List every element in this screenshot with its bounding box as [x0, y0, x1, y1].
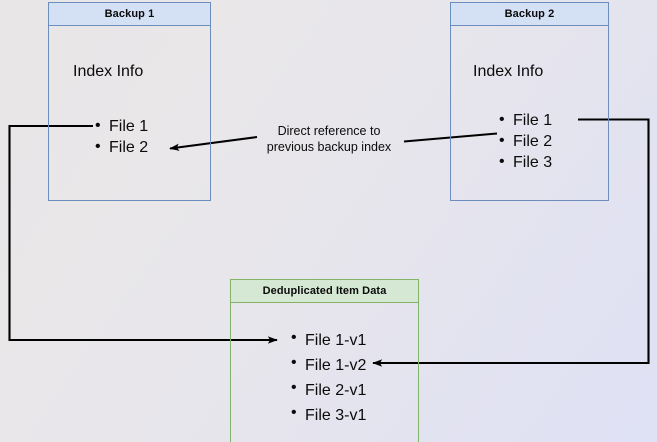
list-item: File 3-v1 — [291, 402, 366, 428]
backup-1-index-info-label: Index Info — [73, 63, 144, 80]
node-backup-2-body: Index Info File 1 File 2 File 3 — [451, 26, 608, 202]
node-backup-2[interactable]: Backup 2 Index Info File 1 File 2 File 3 — [450, 2, 609, 201]
list-item: File 1 — [95, 115, 148, 137]
backup-2-file-list: File 1 File 2 File 3 — [497, 109, 552, 173]
node-deduplicated-item-data-header: Deduplicated Item Data — [231, 280, 418, 303]
dedup-body-area: File 1-v1 File 1-v2 File 2-v1 File 3-v1 — [231, 303, 418, 442]
node-backup-1[interactable]: Backup 1 Index Info File 1 File 2 — [48, 2, 211, 201]
list-item: File 1-v2 — [291, 352, 366, 378]
node-backup-2-header: Backup 2 — [451, 3, 608, 26]
node-backup-1-header: Backup 1 — [49, 3, 210, 26]
backup-2-index-info-label: Index Info — [473, 63, 544, 80]
node-deduplicated-item-data[interactable]: Deduplicated Item Data File 1-v1 File 1-… — [230, 279, 419, 442]
node-backup-1-body: Index Info File 1 File 2 — [49, 26, 210, 202]
list-item: File 2 — [499, 130, 552, 152]
list-item: File 2-v1 — [291, 377, 366, 403]
dedup-file-list: File 1-v1 File 1-v2 File 2-v1 File 3-v1 — [289, 327, 366, 428]
node-deduplicated-item-data-body: File 1-v1 File 1-v2 File 2-v1 File 3-v1 — [231, 303, 418, 442]
list-item: File 2 — [95, 136, 148, 158]
list-item: File 1 — [499, 109, 552, 131]
list-item: File 3 — [499, 151, 552, 173]
list-item: File 1-v1 — [291, 327, 366, 353]
annotation-direct-reference: Direct reference to previous backup inde… — [266, 124, 392, 154]
backup-1-file-list: File 1 File 2 — [93, 115, 148, 158]
